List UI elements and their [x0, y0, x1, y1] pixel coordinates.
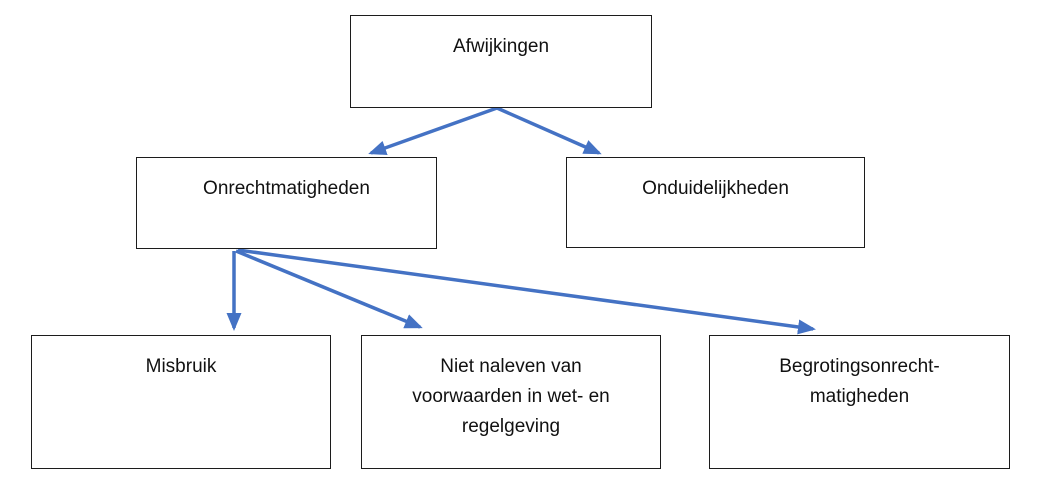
node-begrotingsonrechtmatigheden: Begrotingsonrecht- matigheden — [709, 335, 1010, 469]
node-misbruik: Misbruik — [31, 335, 331, 469]
arrow-onrechtmatigheden-to-begrotingsonrechtmatigheden — [237, 248, 816, 335]
node-niet-naleven-van-voorwaarden: Niet naleven van voorwaarden in wet- en … — [361, 335, 661, 469]
node-afwijkingen: Afwijkingen — [350, 15, 652, 108]
node-onrechtmatigheden: Onrechtmatigheden — [136, 157, 437, 249]
arrow-afwijkingen-to-onrechtmatigheden — [368, 106, 498, 156]
arrow-afwijkingen-to-onduidelijkheden — [496, 106, 602, 155]
arrow-onrechtmatigheden-to-niet-naleven — [235, 249, 423, 329]
node-onduidelijkheden: Onduidelijkheden — [566, 157, 865, 248]
